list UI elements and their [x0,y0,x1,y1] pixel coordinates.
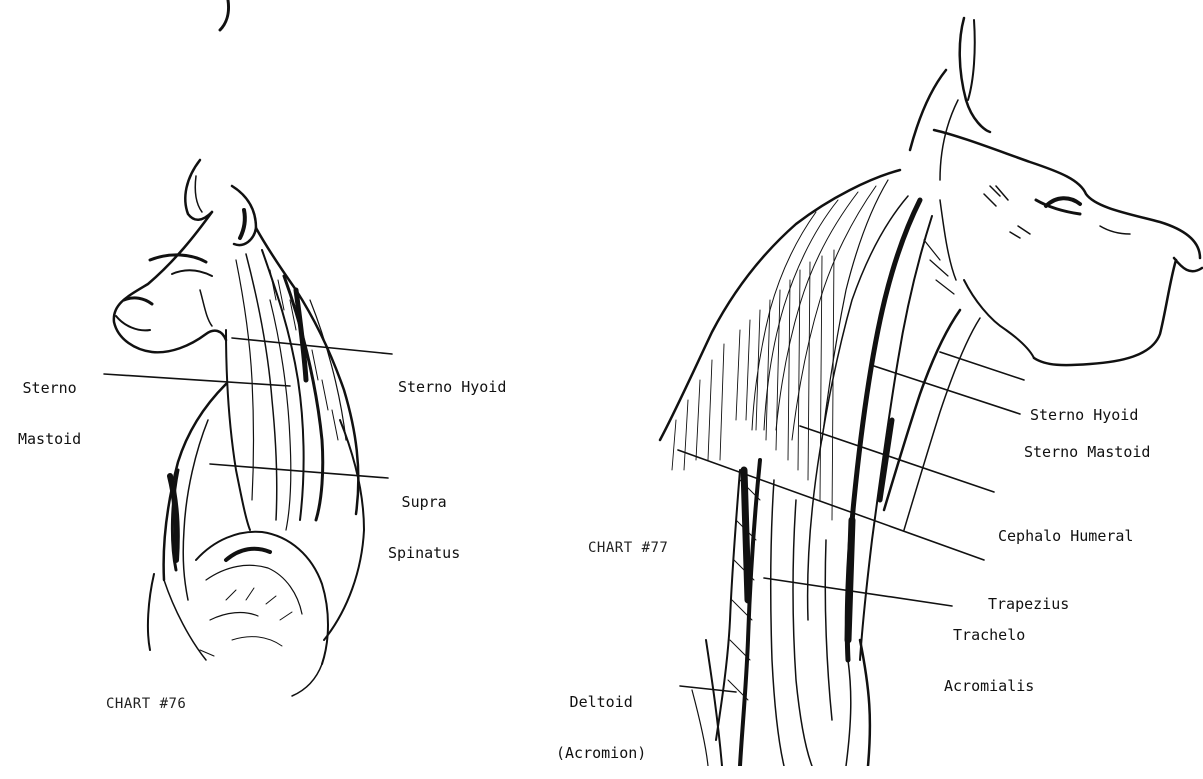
chart-77-id: CHART #77 [588,540,668,556]
label-sterno-mastoid-77: Sterno Mastoid [1024,410,1150,478]
label-supra-spinatus-76: Supra Spinatus [388,460,460,579]
chart-76-id: CHART #76 [106,696,186,712]
label-trachelo-acromialis-77: Trachelo Acromialis [944,593,1034,712]
label-sterno-hyoid-76: Sterno Hyoid [398,345,506,413]
stray-mark [220,0,229,30]
chart76-drawing [114,160,364,696]
label-cephalo-humeral-77: Cephalo Humeral [998,494,1133,562]
label-deltoid-77: Deltoid (Acromion) [556,660,646,779]
label-sterno-mastoid-76: Sterno Mastoid [18,346,81,465]
